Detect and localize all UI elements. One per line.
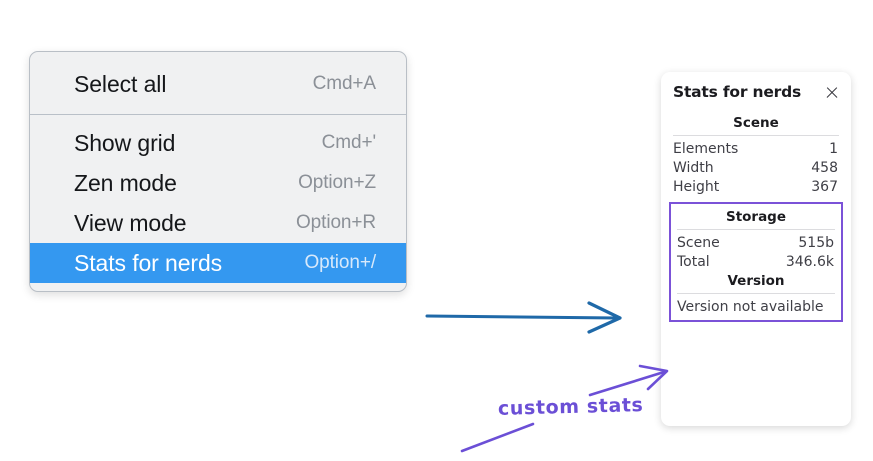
stat-row: Width 458 — [671, 158, 841, 177]
menu-item-label: Zen mode — [74, 169, 177, 196]
stat-value: 515b — [798, 234, 834, 251]
stat-label: Height — [673, 178, 720, 195]
panel-header: Stats for nerds — [671, 83, 841, 101]
stat-label: Width — [673, 159, 714, 176]
storage-heading: Storage — [725, 209, 787, 225]
menu-item-label: Select all — [74, 70, 167, 97]
blue-arrow-annotation — [425, 301, 622, 334]
stat-label: Elements — [673, 140, 739, 157]
custom-stats-highlight-box: Storage Scene 515b Total 346.6k Version … — [669, 202, 843, 322]
scene-heading: Scene — [733, 115, 779, 131]
stat-value: 458 — [811, 159, 838, 176]
menu-item-label: Stats for nerds — [74, 249, 223, 276]
storage-section: Storage Scene 515b Total 346.6k — [675, 207, 837, 271]
menu-item-shortcut: Option+Z — [298, 172, 376, 193]
stat-value: 367 — [811, 178, 838, 195]
purple-underline-stroke — [460, 422, 535, 453]
divider — [677, 229, 835, 230]
version-section: Version Version not available — [675, 271, 837, 315]
version-heading: Version — [727, 273, 785, 289]
stat-row: Scene 515b — [675, 233, 837, 252]
menu-separator — [30, 114, 406, 115]
divider — [677, 293, 835, 294]
menu-group-1: Select all Cmd+A — [30, 52, 406, 114]
menu-item-label: View mode — [74, 209, 187, 236]
menu-item-shortcut: Cmd+A — [312, 73, 376, 94]
menu-item-view-mode[interactable]: View mode Option+R — [30, 203, 406, 243]
menu-item-zen-mode[interactable]: Zen mode Option+Z — [30, 163, 406, 203]
purple-arrow-to-version — [588, 364, 669, 397]
divider — [673, 135, 839, 136]
version-text: Version not available — [677, 299, 824, 315]
stats-for-nerds-panel: Stats for nerds Scene Elements 1 Width 4… — [661, 72, 851, 426]
scene-section: Scene Elements 1 Width 458 Height 367 — [671, 114, 841, 202]
stat-row: Elements 1 — [671, 139, 841, 158]
menu-item-shortcut: Option+R — [296, 212, 376, 233]
stat-value: 1 — [829, 140, 838, 157]
menu-item-label: Show grid — [74, 129, 176, 156]
stat-label: Total — [677, 253, 710, 270]
stat-row: Total 346.6k — [675, 252, 837, 271]
close-icon[interactable] — [824, 84, 840, 100]
menu-item-show-grid[interactable]: Show grid Cmd+' — [30, 123, 406, 163]
menu-item-shortcut: Cmd+' — [321, 132, 376, 153]
panel-title: Stats for nerds — [673, 83, 802, 101]
menu-item-select-all[interactable]: Select all Cmd+A — [30, 64, 406, 104]
custom-stats-annotation-label: custom stats — [497, 394, 644, 420]
stat-label: Scene — [677, 234, 720, 251]
context-menu[interactable]: Select all Cmd+A Show grid Cmd+' Zen mod… — [29, 51, 407, 292]
menu-item-shortcut: Option+/ — [304, 252, 376, 273]
menu-item-stats-for-nerds[interactable]: Stats for nerds Option+/ — [30, 243, 406, 283]
menu-group-2: Show grid Cmd+' Zen mode Option+Z View m… — [30, 115, 406, 291]
stat-value: 346.6k — [785, 253, 834, 270]
stat-row: Height 367 — [671, 177, 841, 196]
